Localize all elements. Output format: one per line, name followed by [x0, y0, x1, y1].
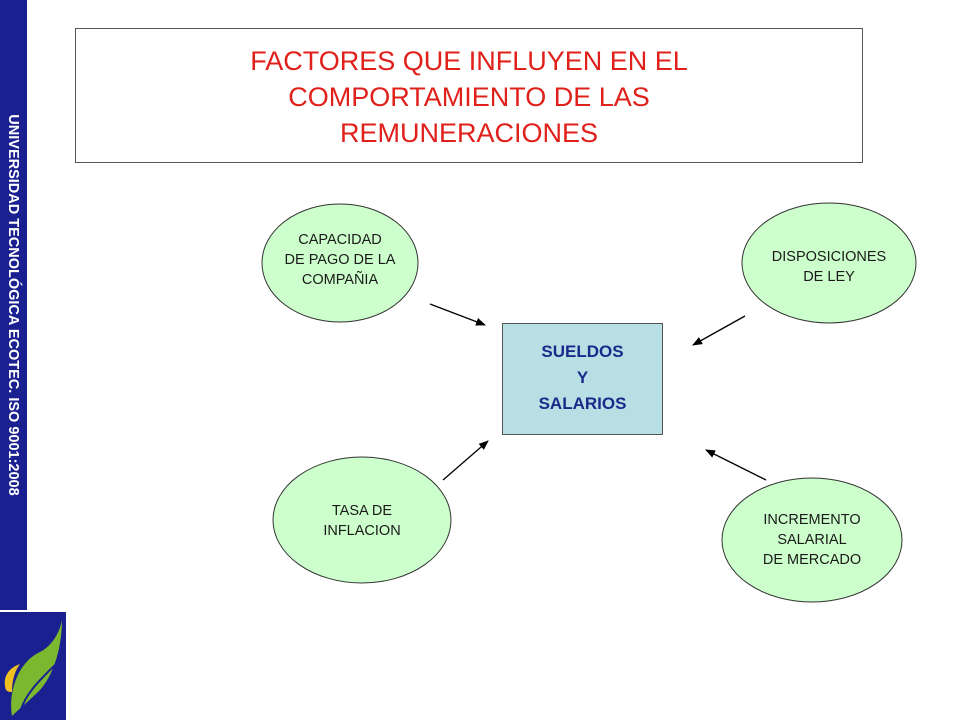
arrow-disposiciones [692, 315, 746, 346]
ellipse-disposiciones [741, 202, 917, 324]
slide-title: FACTORES QUE INFLUYEN EN EL COMPORTAMIEN… [250, 46, 688, 148]
title-box: FACTORES QUE INFLUYEN EN EL COMPORTAMIEN… [75, 28, 863, 163]
ellipse-tasa [272, 456, 452, 584]
arrow-capacidad [429, 303, 486, 326]
factor-tasa-label: TASA DE INFLACION [323, 503, 401, 539]
center-label: SUELDOS Y SALARIOS [538, 342, 627, 413]
logo [0, 612, 66, 720]
center-box: SUELDOS Y SALARIOS [502, 323, 663, 435]
factor-capacidad-label: CAPACIDAD DE PAGO DE LA COMPAÑIA [284, 232, 396, 288]
arrow-tasa [442, 440, 489, 481]
ellipse-incremento [721, 477, 903, 603]
ellipse-capacidad [261, 203, 419, 323]
factor-disposiciones-label: DISPOSICIONES DE LEY [771, 249, 887, 285]
sidebar-band: UNIVERSIDAD TECNOLÓGICA ECOTEC. ISO 9001… [0, 0, 27, 610]
arrow-incremento [705, 449, 767, 481]
factor-incremento-label: INCREMENTO SALARIAL DE MERCADO [762, 512, 862, 568]
